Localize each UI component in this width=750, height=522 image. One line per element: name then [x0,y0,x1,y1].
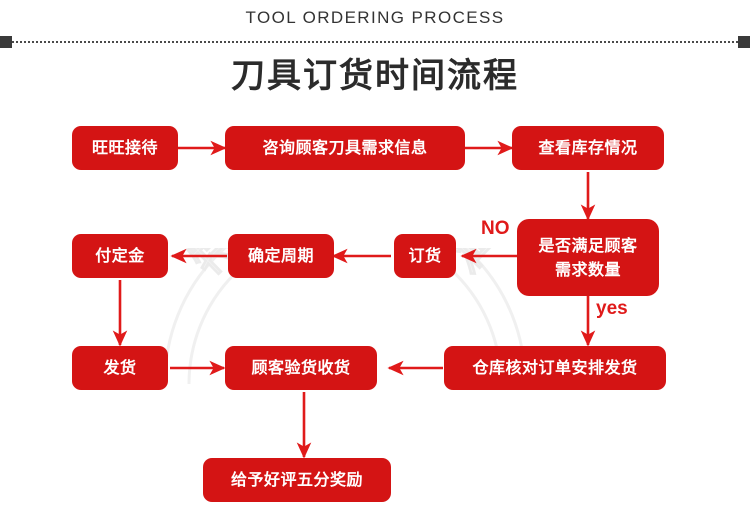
flow-node-demand-satisfied-decision[interactable]: 是否满足顾客 需求数量 [517,219,659,296]
flow-node-give-five-star-review[interactable]: 给予好评五分奖励 [203,458,391,502]
header-divider [0,36,750,48]
decision-label-line-2: 需求数量 [554,259,621,279]
flow-node-consult-customer-requirements[interactable]: 咨询顾客刀具需求信息 [225,126,465,170]
flow-node-wangwang-reception[interactable]: 旺旺接待 [72,126,178,170]
flow-node-place-order[interactable]: 订货 [394,234,456,278]
flow-node-confirm-lead-time[interactable]: 确定周期 [228,234,334,278]
divider-dotted-line [12,41,738,45]
divider-right-cap [738,36,750,48]
divider-left-cap [0,36,12,48]
flow-node-ship-goods[interactable]: 发货 [72,346,168,390]
decision-label-line-1: 是否满足顾客 [538,236,638,256]
flow-node-customer-inspect-receive[interactable]: 顾客验货收货 [225,346,377,390]
edge-label-no: NO [481,218,510,239]
page-title: 刀具订货时间流程 [231,56,519,96]
edge-label-yes: yes [596,298,628,319]
flow-node-check-inventory[interactable]: 查看库存情况 [512,126,664,170]
flow-node-pay-deposit[interactable]: 付定金 [72,234,168,278]
english-page-title: TOOL ORDERING PROCESS [245,8,505,27]
flow-node-warehouse-verify-arrange-shipment[interactable]: 仓库核对订单安排发货 [444,346,666,390]
